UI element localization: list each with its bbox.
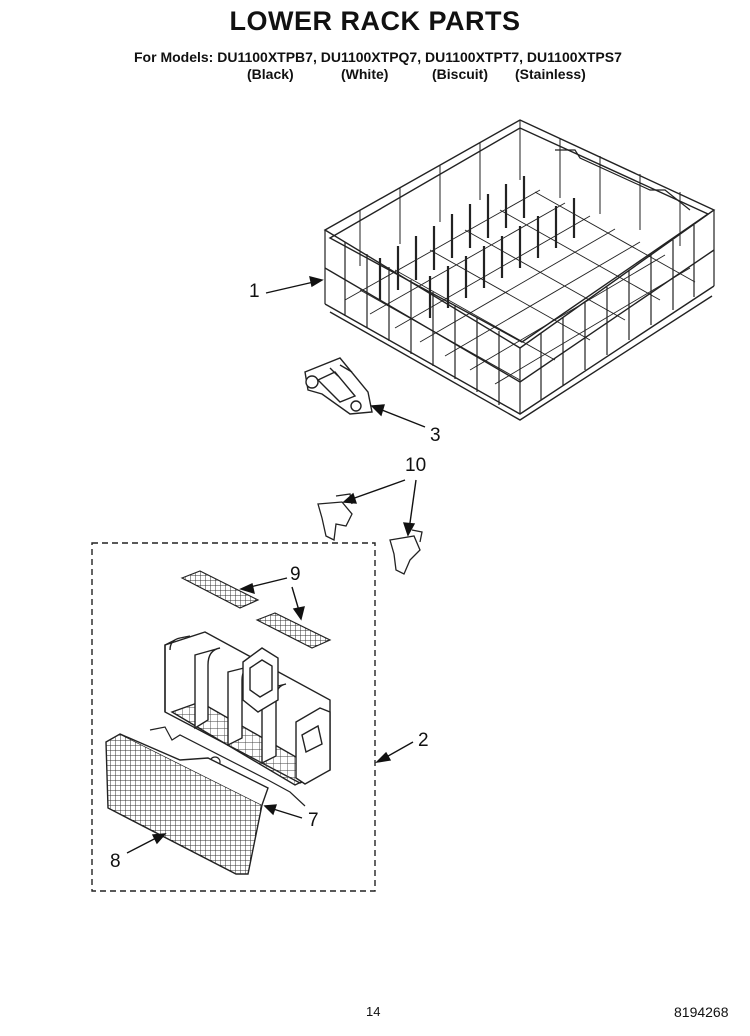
basket-covers-part-9 [180,570,332,649]
variant-stainless: (Stainless) [515,66,586,82]
callout-9: 9 [290,564,301,585]
rack-clips-part-10 [317,493,423,575]
basket-assembly-box [91,542,376,892]
wheel-bracket-part-3 [304,357,373,415]
callout-1: 1 [249,281,260,302]
variant-white: (White) [341,66,389,82]
lower-rack [323,119,716,421]
page-number: 14 [366,1004,381,1019]
callout-3: 3 [430,425,441,446]
document-number: 8194268 [674,1004,729,1020]
callout-10: 10 [405,455,427,476]
variant-black: (Black) [247,66,294,82]
callout-arrows [126,276,426,854]
callout-2: 2 [418,730,429,751]
silverware-basket [164,631,331,786]
callout-7: 7 [308,810,319,831]
models-line: For Models: DU1100XTPB7, DU1100XTPQ7, DU… [134,49,622,65]
basket-lid-part-8 [105,733,269,875]
variant-biscuit: (Biscuit) [432,66,488,82]
callout-8: 8 [110,851,121,872]
page-title: LOWER RACK PARTS [229,6,521,36]
